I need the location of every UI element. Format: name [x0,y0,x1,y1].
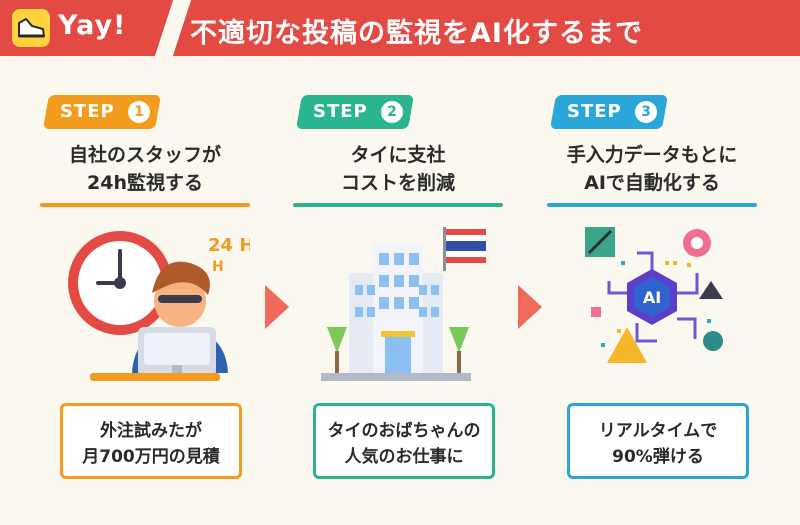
arrow-right-icon [265,285,289,329]
brand-logo[interactable]: Yay! [0,0,166,56]
step-3-badge: STEP 3 [550,95,668,129]
svg-text:H: H [212,259,224,275]
step-3-rule [547,203,757,207]
step-2-result-text: タイのおばちゃんの 人気のお仕事に [327,421,481,467]
arrow-right-icon [518,285,542,329]
step-1-rule [40,203,250,207]
ai-automation-illustration: AI [585,227,723,363]
step-1-label: STEP [60,101,115,122]
step-1-number: 1 [128,101,150,123]
illus-24h-label: 24 H [208,235,250,256]
step-3-label: STEP [567,101,622,122]
ai-chip-label: AI [643,288,661,307]
step-2-number: 2 [381,101,403,123]
step-3-result-text: リアルタイムで 90%弾ける [598,421,718,467]
step-3-number: 3 [635,101,657,123]
step-2-label: STEP [313,101,368,122]
step-3-heading: 手入力データもとに AIで自動化する [566,144,738,194]
shoe-icon [12,9,50,47]
step-2-badge: STEP 2 [296,95,414,129]
step-3-result-box: リアルタイムで 90%弾ける [567,403,749,479]
step-1-result-box: 外注試みたが 月700万円の見積 [60,403,242,479]
step-2-result-box: タイのおばちゃんの 人気のお仕事に [313,403,495,479]
office-building-illustration [321,227,486,381]
brand-name: Yay! [58,10,127,41]
header-bar: Yay! 不適切な投稿の監視をAI化するまで [0,0,800,56]
step-2-heading: タイに支社 コストを削減 [340,144,455,194]
step-2-rule [293,203,503,207]
thai-flag-icon [446,229,486,235]
page-title: 不適切な投稿の監視をAI化するまで [190,18,643,49]
staff-monitoring-illustration: 24 H H [68,231,250,381]
step-1-result-text: 外注試みたが 月700万円の見積 [82,421,220,467]
step-1-badge: STEP 1 [43,95,161,129]
step-1-heading: 自社のスタッフが 24h監視する [68,144,221,194]
